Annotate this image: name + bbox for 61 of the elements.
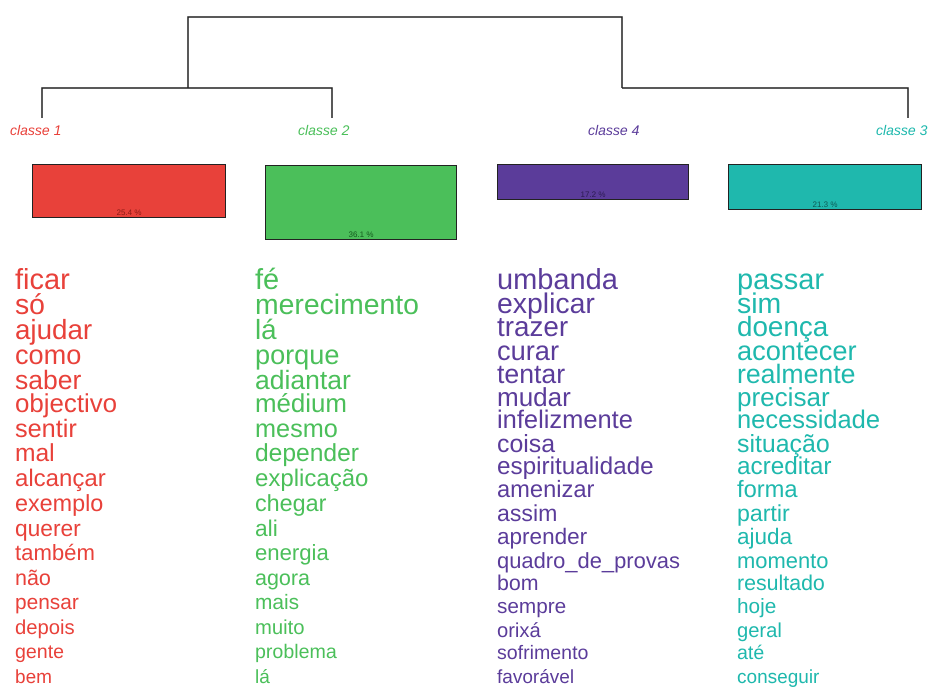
word-label: depender (255, 442, 360, 466)
word-label: bem (15, 668, 52, 687)
word-label: infelizmente (497, 408, 633, 434)
word-label: partir (737, 502, 790, 526)
word-label: momento (737, 550, 828, 572)
word-label: acreditar (737, 455, 832, 480)
word-label: mesmo (255, 416, 338, 442)
word-label: favorável (497, 668, 574, 687)
word-label: mais (255, 592, 300, 614)
word-label: orixá (497, 620, 541, 641)
percentage-label: 17.2 % (580, 190, 606, 199)
word-label: sempre (497, 597, 566, 618)
word-label: até (737, 644, 764, 664)
word-label: mal (15, 442, 55, 466)
word-label: ajuda (737, 526, 792, 549)
word-label: geral (737, 620, 782, 641)
class-label: classe 1 (10, 122, 62, 138)
word-label: bom (497, 573, 539, 595)
word-label: situação (737, 432, 830, 456)
word-label: querer (15, 517, 81, 540)
class-bar (497, 164, 689, 200)
word-label: depois (15, 618, 75, 638)
class-bar (265, 165, 457, 240)
word-label: lá (255, 668, 270, 687)
class-label: classe 2 (298, 122, 350, 138)
word-label: chegar (255, 492, 326, 516)
word-label: espiritualidade (497, 455, 654, 480)
word-label: energia (255, 542, 329, 564)
word-label: não (15, 568, 51, 589)
word-label: ali (255, 517, 278, 540)
word-label: coisa (497, 432, 556, 456)
word-label: objectivo (15, 392, 118, 418)
class-bar (728, 164, 922, 210)
word-label: aprender (497, 526, 588, 549)
word-label: pensar (15, 592, 79, 614)
word-label: agora (255, 568, 310, 589)
word-label: saber (15, 366, 82, 393)
word-label: médium (255, 392, 347, 418)
word-label: porque (255, 341, 340, 368)
percentage-label: 36.1 % (348, 230, 374, 239)
word-label: exemplo (15, 492, 104, 516)
word-label: sofrimento (497, 644, 588, 664)
percentage-label: 21.3 % (812, 200, 838, 209)
class-bar (32, 164, 226, 218)
word-label: quadro_de_provas (497, 550, 680, 572)
word-label: problema (255, 642, 337, 662)
word-label: sentir (15, 416, 77, 442)
word-label: alcançar (15, 467, 106, 491)
word-label: explicação (255, 467, 368, 491)
percentage-label: 25.4 % (116, 208, 142, 217)
word-label: também (15, 542, 95, 564)
word-label: forma (737, 478, 798, 503)
word-label: assim (497, 502, 558, 526)
class-label: classe 4 (588, 122, 640, 138)
word-label: muito (255, 618, 305, 638)
word-label: resultado (737, 573, 825, 595)
word-label: gente (15, 642, 64, 662)
word-label: amenizar (497, 478, 594, 503)
word-label: hoje (737, 597, 776, 618)
word-label: conseguir (737, 668, 820, 687)
class-label: classe 3 (876, 122, 928, 138)
